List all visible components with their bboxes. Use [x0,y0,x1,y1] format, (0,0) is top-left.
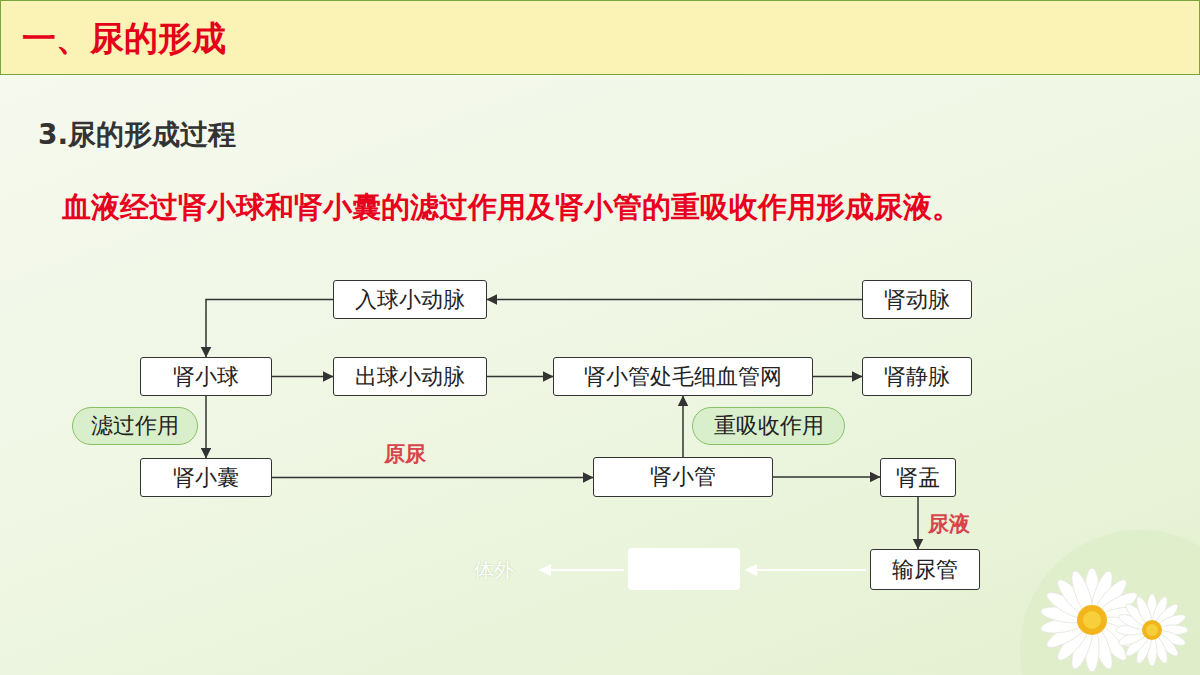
process-box: 肾动脉 [862,280,972,319]
section-heading: 3.尿的形成过程 [38,116,236,154]
flow-arrow [272,376,333,378]
node-text: 肾小囊 [173,463,239,493]
node-text: 肾小管处毛细血管网 [584,362,782,392]
process-box: 肾小管 [593,457,773,497]
blank-box [628,548,740,590]
flow-arrow [682,396,684,457]
edge-label: 原尿 [384,440,426,468]
process-box: 肾小球 [140,357,272,396]
process-tag: 重吸收作用 [692,407,845,445]
flow-arrow [206,300,333,358]
process-box: 肾静脉 [862,357,972,396]
node-text: 肾小球 [173,362,239,392]
edge-label: 尿液 [928,510,970,538]
faint-arrow [746,569,866,571]
node-text: 滤过作用 [91,411,179,441]
corner-glow [1020,530,1200,675]
node-text: 输尿管 [892,555,958,585]
flow-arrow [272,477,593,479]
faint-arrow [540,569,624,571]
process-box: 出球小动脉 [333,357,487,396]
node-text: 重吸收作用 [714,411,824,441]
process-box: 肾小囊 [140,458,272,497]
flow-arrow [813,376,862,378]
node-text: 肾动脉 [884,285,950,315]
process-box: 肾小管处毛细血管网 [553,357,813,396]
flow-arrow [487,376,553,378]
process-box: 输尿管 [870,549,980,590]
node-text: 出球小动脉 [355,362,465,392]
node-text: 入球小动脉 [355,285,465,315]
summary-sentence: 血液经过肾小球和肾小囊的滤过作用及肾小管的重吸收作用形成尿液。 [62,188,961,228]
flow-arrow [773,476,880,478]
flow-arrow [205,396,207,458]
flow-arrow [487,299,862,301]
destination-label: 体外 [474,557,514,584]
node-text: 肾小管 [650,462,716,492]
process-box: 肾盂 [880,458,956,497]
process-box: 入球小动脉 [333,280,487,319]
node-text: 肾静脉 [884,362,950,392]
flow-arrow [917,497,919,549]
node-text: 肾盂 [896,463,940,493]
process-tag: 滤过作用 [72,407,198,445]
daisy [1116,594,1188,666]
slide-title: 一、尿的形成 [22,16,226,62]
